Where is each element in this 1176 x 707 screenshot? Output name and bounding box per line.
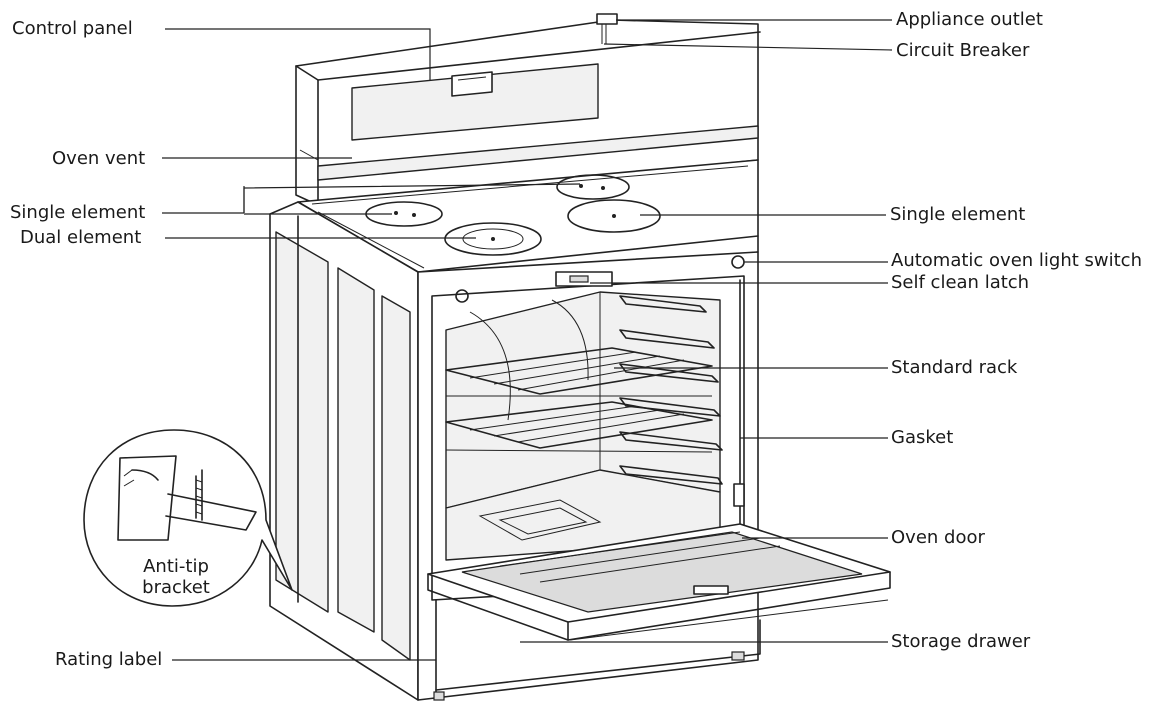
storage-drawer [435, 599, 889, 697]
oven-racks [445, 347, 713, 453]
oven-vent-strip [317, 125, 759, 181]
label-single-element-right: Single element [890, 204, 1026, 225]
label-self-clean-latch: Self clean latch [891, 272, 1030, 293]
label-circuit-breaker: Circuit Breaker [896, 40, 1030, 61]
label-storage-drawer: Storage drawer [891, 631, 1031, 652]
label-oven-door: Oven door [891, 527, 985, 548]
burner-dual [444, 222, 542, 256]
burner-back [556, 174, 630, 200]
label-rating-label: Rating label [55, 649, 163, 670]
leader-lines [162, 19, 893, 661]
control-panel-display [351, 63, 599, 141]
label-single-element-left: Single element [10, 202, 146, 223]
rack-guides [619, 295, 723, 485]
burner-right-single [567, 199, 661, 233]
label-gasket: Gasket [891, 427, 954, 448]
label-oven-vent: Oven vent [52, 148, 146, 169]
label-appliance-outlet: Appliance outlet [896, 9, 1043, 30]
oven-door-open [427, 523, 891, 641]
label-standard-rack: Standard rack [891, 357, 1018, 378]
label-dual-element: Dual element [20, 227, 142, 248]
anti-tip-bracket-caption: Anti-tip bracket [116, 556, 236, 598]
outlet-breaker-hardware [596, 13, 618, 44]
label-control-panel: Control panel [12, 18, 133, 39]
side-panel [269, 201, 419, 701]
feet [433, 651, 745, 701]
anti-tip-inset [83, 429, 293, 607]
anti-tip-line-1: Anti-tip [143, 556, 209, 577]
label-automatic-oven-light-switch: Automatic oven light switch [891, 250, 1142, 271]
anti-tip-line-2: bracket [142, 577, 210, 598]
